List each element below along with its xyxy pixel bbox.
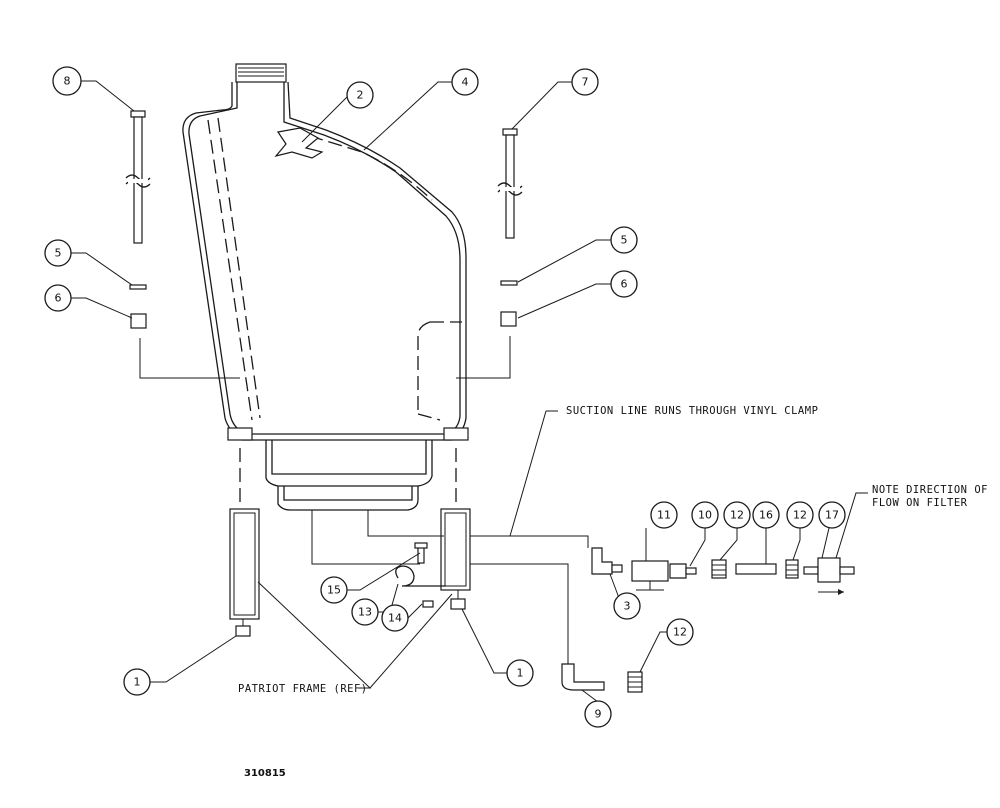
- screw-15: [417, 546, 425, 564]
- callout-2: 2: [346, 81, 374, 109]
- cap-part: [274, 127, 324, 159]
- strap-right: [497, 128, 523, 239]
- callout-13: 13: [351, 598, 379, 626]
- callout-15: 15: [320, 576, 348, 604]
- callout-6-left: 6: [44, 284, 72, 312]
- svg-text:11: 11: [657, 509, 671, 522]
- callout-10: 10: [691, 501, 719, 529]
- note-flow-direction-1: NOTE DIRECTION OF: [872, 484, 988, 496]
- nut-right: [500, 311, 517, 327]
- callout-1-right: 1: [506, 659, 534, 687]
- callout-8: 8: [52, 66, 82, 96]
- svg-text:6: 6: [55, 292, 62, 305]
- drawing-number: 310815: [244, 768, 286, 779]
- screw-14: [422, 600, 434, 608]
- callout-1-left: 1: [123, 668, 151, 696]
- vinyl-clamp: [395, 565, 446, 587]
- svg-text:10: 10: [698, 509, 712, 522]
- callout-3: 3: [613, 592, 641, 620]
- note-frame-ref: PATRIOT FRAME (REF): [238, 683, 368, 695]
- hose-16: [735, 563, 777, 575]
- callout-6-right: 6: [610, 270, 638, 298]
- callout-7: 7: [571, 68, 599, 96]
- callout-12-c: 12: [666, 618, 694, 646]
- svg-text:15: 15: [327, 584, 341, 597]
- svg-text:5: 5: [55, 247, 62, 260]
- svg-text:6: 6: [621, 278, 628, 291]
- tank: [182, 63, 469, 511]
- callout-17: 17: [818, 501, 846, 529]
- svg-text:5: 5: [621, 234, 628, 247]
- callout-12-b: 12: [786, 501, 814, 529]
- svg-text:12: 12: [793, 509, 807, 522]
- elbow-fitting-9: [561, 663, 605, 691]
- svg-text:16: 16: [759, 509, 773, 522]
- svg-text:1: 1: [134, 676, 141, 689]
- svg-text:13: 13: [358, 606, 372, 619]
- note-suction-line: SUCTION LINE RUNS THROUGH VINYL CLAMP: [566, 405, 818, 417]
- svg-text:9: 9: [595, 708, 602, 721]
- svg-text:2: 2: [357, 89, 364, 102]
- tank-filler-neck: [235, 63, 287, 83]
- svg-text:1: 1: [517, 667, 524, 680]
- frame-right: [440, 508, 471, 591]
- washer-right: [500, 280, 518, 286]
- svg-text:14: 14: [388, 612, 402, 625]
- inline-filter-17: [817, 557, 841, 583]
- strainer-11: [631, 560, 669, 582]
- svg-text:17: 17: [825, 509, 839, 522]
- callout-12-a: 12: [723, 501, 751, 529]
- svg-text:3: 3: [624, 600, 631, 613]
- note-flow-direction-2: FLOW ON FILTER: [872, 497, 968, 509]
- nut-left: [130, 313, 147, 329]
- svg-text:12: 12: [673, 626, 687, 639]
- callout-9: 9: [584, 700, 612, 728]
- svg-text:4: 4: [462, 76, 469, 89]
- elbow-fitting-3: [591, 547, 613, 575]
- washer-left: [129, 284, 147, 290]
- frame-left: [229, 508, 260, 620]
- svg-text:12: 12: [730, 509, 744, 522]
- callout-11: 11: [650, 501, 678, 529]
- callout-5-right: 5: [610, 226, 638, 254]
- strap-left: [125, 110, 151, 244]
- callout-5-left: 5: [44, 239, 72, 267]
- svg-text:8: 8: [64, 75, 71, 88]
- callout-14: 14: [381, 604, 409, 632]
- leader-lines: [71, 80, 868, 703]
- callout-4: 4: [451, 68, 479, 96]
- callout-16: 16: [752, 501, 780, 529]
- svg-text:7: 7: [582, 76, 589, 89]
